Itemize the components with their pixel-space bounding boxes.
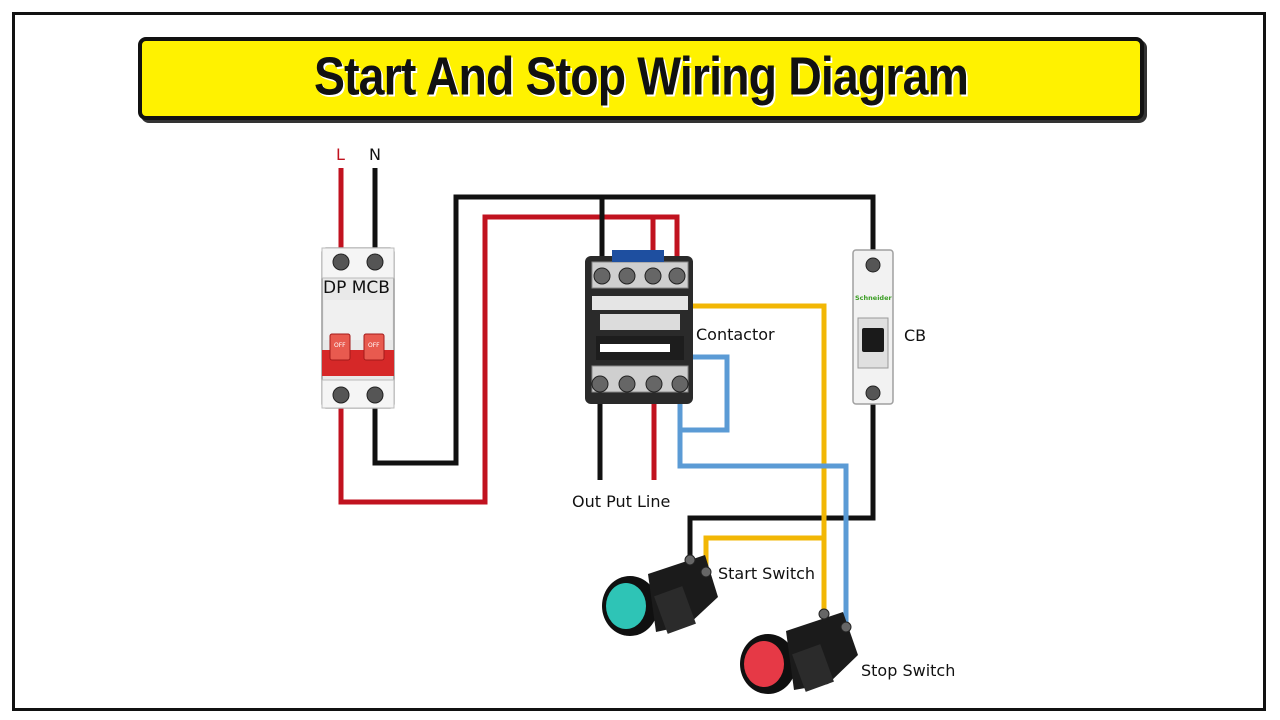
stop-terminal-2 (840, 621, 852, 633)
mcb-bottom-terminal-n (366, 386, 384, 404)
supply-neutral-label: N (369, 145, 381, 164)
contactor-terminal-l3 (644, 267, 662, 285)
start-terminal-2 (700, 566, 712, 578)
stop-button[interactable] (744, 641, 784, 687)
mcb-bottom-terminal-l (332, 386, 350, 404)
dp-mcb: OFF OFF (321, 247, 395, 409)
mcb-top-terminal-n (366, 253, 384, 271)
circuit-breaker: Schneider (852, 249, 894, 405)
contactor-label: Contactor (696, 325, 775, 344)
stop-switch-label: Stop Switch (861, 661, 955, 680)
stop-terminal-1 (818, 608, 830, 620)
cb-top-terminal (865, 257, 881, 273)
mcb-label: DP MCB (323, 278, 390, 298)
cb-toggle[interactable] (862, 328, 884, 352)
contactor-terminal-a2 (671, 375, 689, 393)
stop-switch (740, 608, 858, 694)
no-aux-wire (678, 303, 827, 612)
cb-brand: Schneider (855, 294, 892, 302)
mcb-top-terminal-l (332, 253, 350, 271)
neutral-distribution-wire (372, 194, 876, 466)
cb-to-start-wire (687, 395, 876, 560)
mcb-off-label-2: OFF (368, 342, 380, 349)
cb-bottom-terminal (865, 385, 881, 401)
start-terminal-1 (684, 554, 696, 566)
contactor (585, 250, 693, 404)
contactor-terminal-l2 (618, 267, 636, 285)
cb-label: CB (904, 326, 926, 345)
contactor-terminal-t2 (618, 375, 636, 393)
line-to-contactor-wire (338, 214, 680, 505)
contactor-terminal-l1 (593, 267, 611, 285)
supply-line-label: L (336, 145, 345, 164)
start-switch (602, 554, 718, 636)
start-switch-label: Start Switch (718, 564, 815, 583)
contactor-terminal-no (668, 267, 686, 285)
output-line-label: Out Put Line (572, 492, 670, 511)
contactor-terminal-t3 (645, 375, 663, 393)
contactor-terminal-t1 (591, 375, 609, 393)
start-button[interactable] (606, 583, 646, 629)
outer-frame (12, 12, 1266, 711)
mcb-off-label: OFF (334, 342, 346, 349)
stop-switch-wire (677, 430, 849, 625)
title-banner: Start And Stop Wiring Diagram (138, 37, 1144, 120)
page-title: Start And Stop Wiring Diagram (313, 46, 969, 107)
